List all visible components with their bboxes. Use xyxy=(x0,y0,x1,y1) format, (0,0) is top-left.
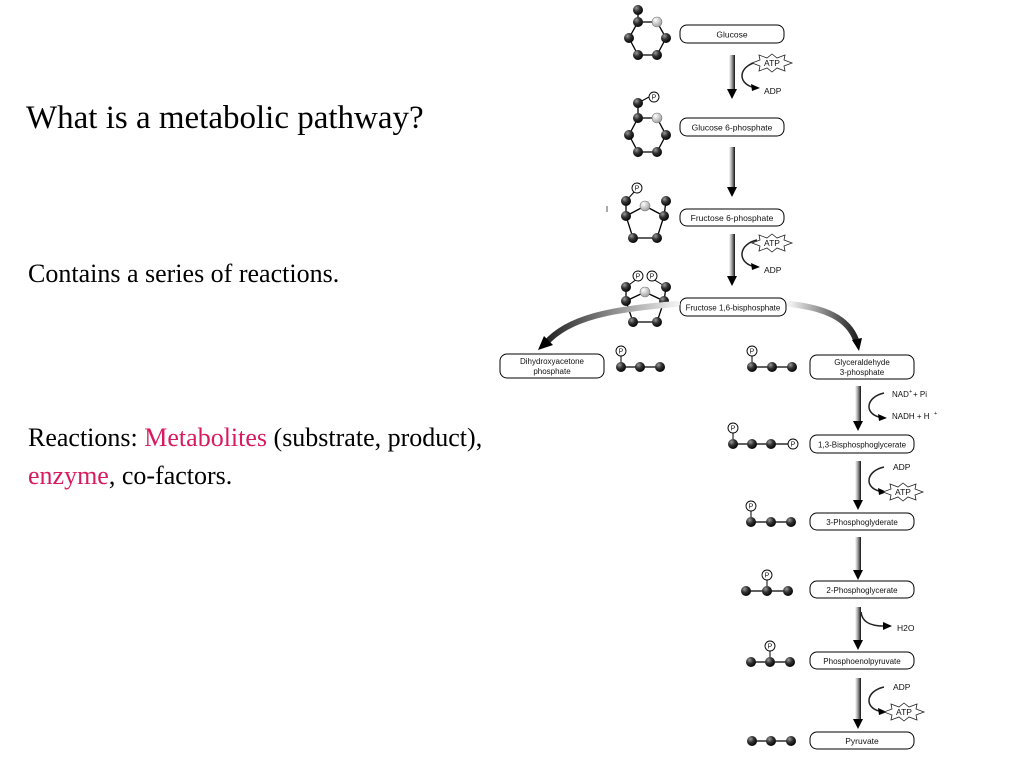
phosphate-label: P xyxy=(650,274,655,281)
phosphoenolpyruvate-molecule: P xyxy=(746,640,795,667)
adp-label: ADP xyxy=(764,86,782,96)
atp-burst-6: ATP xyxy=(881,482,925,502)
glyceraldehyde-3-phosphate-molecule: P xyxy=(746,345,797,372)
atp-label: ATP xyxy=(764,238,780,248)
fructose-6-phosphate-molecule: P xyxy=(606,182,671,243)
phosphate-label: P xyxy=(750,349,755,356)
phosphate-label: P xyxy=(749,504,754,511)
phosphate-label: P xyxy=(652,95,657,102)
phosphate-label: P xyxy=(635,186,640,193)
point-reaction-components: Reactions: Metabolites (substrate, produ… xyxy=(28,419,648,495)
bisphosphoglycerate-molecule: P P xyxy=(727,422,799,450)
2-phosphoglycerate-label: 2-Phosphoglycerate xyxy=(826,586,898,595)
reaction-arrow-8 xyxy=(853,607,863,650)
adp-label: ADP xyxy=(764,265,782,275)
cleavage-arrow-left xyxy=(538,301,680,350)
fructose-6-phosphate-box: Fructose 6-phosphate xyxy=(679,208,785,227)
adp-label: ADP xyxy=(893,682,911,692)
reaction-arrow-5 xyxy=(853,386,863,431)
glucose-molecule xyxy=(624,5,671,60)
phosphate-label: P xyxy=(619,349,624,356)
cofactor-arc-9 xyxy=(868,686,887,715)
nad-charge-sign: + xyxy=(909,389,912,395)
dihydroxyacetone-label: Dihydroxyacetone xyxy=(520,357,585,366)
atp-label: ATP xyxy=(896,707,912,717)
atp-burst-3: ATP xyxy=(750,233,794,253)
proton-charge-sign: + xyxy=(934,411,937,417)
slide-title: What is a metabolic pathway? xyxy=(26,100,424,136)
glucose-6-phosphate-box: Glucose 6-phosphate xyxy=(679,117,785,137)
phosphate-label: P xyxy=(791,442,796,449)
glyceraldehyde-label: Glyceraldehyde xyxy=(834,358,890,367)
h2o-label: H2O xyxy=(897,623,915,633)
pyruvate-box: Pyruvate xyxy=(809,731,915,750)
bisphosphoglycerate-box: 1,3-Bisphosphoglycerate xyxy=(809,434,915,454)
glucose-label: Glucose xyxy=(716,30,747,40)
dihydroxyacetone-phosphate-molecule: P xyxy=(615,345,665,372)
point-series-of-reactions: Contains a series of reactions. xyxy=(28,259,340,288)
substrate-product-text: (substrate, product), xyxy=(267,423,483,452)
phosphate-label: P xyxy=(731,426,736,433)
fructose-6-phosphate-label: Fructose 6-phosphate xyxy=(691,213,774,223)
fructose-1-6-bisphosphate-molecule: P P xyxy=(621,270,671,327)
nad-pi-label: NAD + + Pi xyxy=(892,389,927,399)
enzyme-term: enzyme xyxy=(28,461,109,490)
reaction-arrow-2 xyxy=(727,147,737,197)
3-phosphoglycerate-molecule: P xyxy=(745,500,796,527)
fructose-1-6-bisphosphate-label: Fructose 1,6-bisphosphate xyxy=(686,304,781,313)
phosphate-label: P xyxy=(765,573,770,580)
cleavage-arrow-right xyxy=(787,301,862,351)
reaction-arrow-9 xyxy=(853,678,863,729)
glyceraldehyde-3-phosphate-box: Glyceraldehyde 3-phosphate xyxy=(809,354,915,380)
atp-label: ATP xyxy=(764,58,780,68)
glucose-box: Glucose xyxy=(679,24,785,44)
glucose-6-phosphate-label: Glucose 6-phosphate xyxy=(692,123,773,133)
atp-burst-1: ATP xyxy=(750,53,794,73)
pyruvate-molecule xyxy=(747,736,796,746)
atp-burst-9: ATP xyxy=(882,702,926,722)
cofactor-arc-3 xyxy=(741,239,760,270)
phosphate-label: P xyxy=(768,644,773,651)
cofactor-arc-6 xyxy=(868,466,887,495)
phosphate-label: P xyxy=(636,274,641,281)
2-phosphoglycerate-box: 2-Phosphoglycerate xyxy=(809,580,915,599)
cofactor-arc-1 xyxy=(741,61,760,91)
2-phosphoglycerate-molecule: P xyxy=(741,569,793,596)
reactions-prefix: Reactions: xyxy=(28,423,145,452)
phosphoenolpyruvate-label: Phosphoenolpyruvate xyxy=(823,657,901,666)
bisphosphoglycerate-label: 1,3-Bisphosphoglycerate xyxy=(818,441,907,450)
glyceraldehyde-3-phosphate-label: 3-phosphate xyxy=(840,368,885,377)
nad-text: NAD xyxy=(892,390,909,399)
dihydroxyacetone-phosphate-box: Dihydroxyacetone phosphate xyxy=(499,353,605,379)
fructose-1-6-bisphosphate-box: Fructose 1,6-bisphosphate xyxy=(679,297,787,317)
metabolites-term: Metabolites xyxy=(144,423,268,452)
glucose-6-phosphate-molecule: P xyxy=(624,91,671,157)
nadh-label: NADH + H + xyxy=(892,411,937,421)
phosphoenolpyruvate-box: Phosphoenolpyruvate xyxy=(809,651,915,670)
cofactors-text: , co-factors. xyxy=(108,461,233,490)
cofactor-arc-5 xyxy=(868,392,887,421)
dihydroxyacetone-phosphate-label: phosphate xyxy=(533,367,571,376)
reaction-arrow-7 xyxy=(853,537,863,580)
reaction-arrow-3 xyxy=(727,234,737,286)
reaction-arrow-1 xyxy=(727,55,737,99)
3-phosphoglycerate-box: 3-Phosphoglyderate xyxy=(809,512,915,531)
adp-label: ADP xyxy=(893,462,911,472)
pi-text: + Pi xyxy=(913,390,927,399)
cofactor-arc-8 xyxy=(860,611,892,630)
atp-label: ATP xyxy=(895,487,911,497)
pyruvate-label: Pyruvate xyxy=(845,736,879,746)
3-phosphoglycerate-label: 3-Phosphoglyderate xyxy=(826,518,898,527)
reaction-arrow-6 xyxy=(853,461,863,510)
nadh-text: NADH + H xyxy=(892,412,930,421)
